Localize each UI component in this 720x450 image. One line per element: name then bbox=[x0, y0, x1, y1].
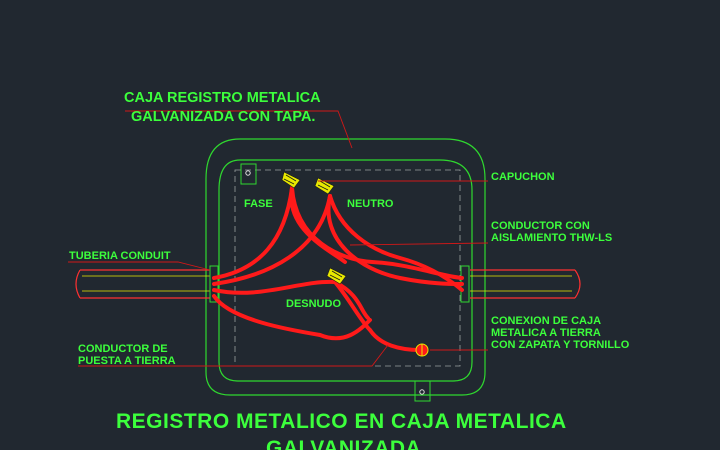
label-fase: FASE bbox=[244, 198, 273, 210]
main-title-line1: REGISTRO METALICO EN CAJA METALICA bbox=[116, 410, 567, 433]
wire-nut-neutro bbox=[314, 177, 335, 195]
wires bbox=[212, 186, 464, 352]
screw-hole-bottom bbox=[419, 389, 425, 395]
label-conductor-line1: CONDUCTOR CON bbox=[491, 220, 590, 232]
screw-hole-top bbox=[245, 170, 251, 176]
label-desnudo: DESNUDO bbox=[286, 298, 341, 310]
screw-tab-top bbox=[240, 163, 257, 185]
main-title-line2: GALVANIZADA bbox=[266, 437, 421, 450]
label-conductor-line2: AISLAMIENTO THW-LS bbox=[491, 232, 612, 244]
label-puesta-line2: PUESTA A TIERRA bbox=[78, 355, 176, 367]
label-capuchon: CAPUCHON bbox=[491, 171, 555, 183]
label-neutro: NEUTRO bbox=[347, 198, 394, 210]
label-puesta-line1: CONDUCTOR DE bbox=[78, 343, 168, 355]
leader-lines bbox=[68, 110, 489, 367]
conduit-left bbox=[75, 265, 219, 303]
label-conexion-line3: CON ZAPATA Y TORNILLO bbox=[491, 339, 630, 351]
box-inner-outline bbox=[218, 159, 473, 382]
box-dashed-outline bbox=[234, 169, 461, 367]
box-cover-outline bbox=[205, 138, 486, 396]
label-conexion-line2: METALICA A TIERRA bbox=[491, 327, 601, 339]
label-tuberia: TUBERIA CONDUIT bbox=[69, 250, 171, 262]
box-title-line1: CAJA REGISTRO METALICA bbox=[124, 90, 321, 106]
wire-nut-desnudo bbox=[326, 267, 347, 285]
conduit-right bbox=[460, 265, 581, 303]
screw-tab-bottom bbox=[414, 380, 431, 402]
box-title-line2: GALVANIZADA CON TAPA. bbox=[131, 109, 315, 125]
label-conexion-line1: CONEXION DE CAJA bbox=[491, 315, 601, 327]
wire-nut-fase bbox=[281, 171, 301, 189]
